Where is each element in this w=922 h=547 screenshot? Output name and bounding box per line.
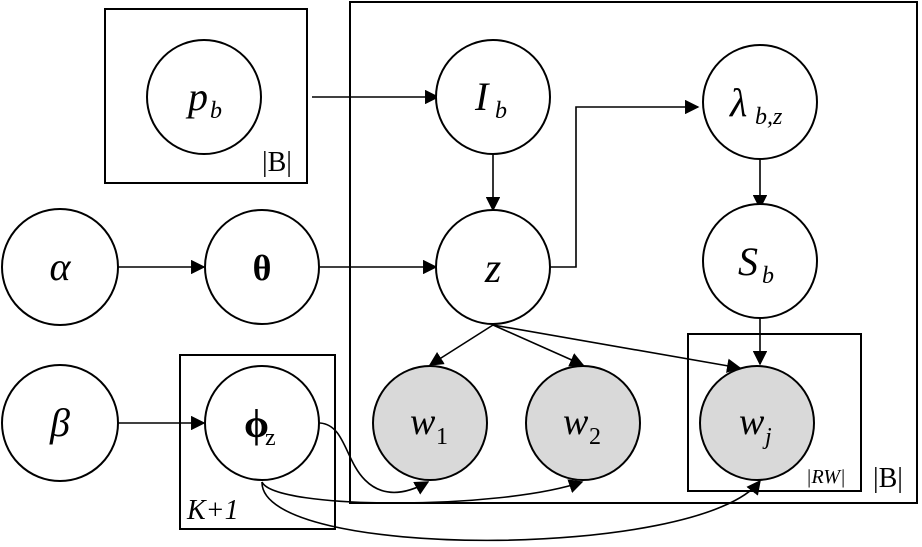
outer-plate [349, 1, 918, 504]
node-ib-label: I [474, 74, 490, 119]
edge-z-wj [492, 324, 742, 373]
node-wj: w j [699, 365, 815, 481]
node-pb-label: p [185, 74, 208, 119]
node-pb: p b [146, 39, 262, 155]
node-wj-label: w [739, 401, 765, 443]
node-sb: S b [702, 203, 818, 319]
node-z-label: z [484, 246, 501, 292]
node-theta-label: θ [253, 248, 272, 288]
node-w2: w 2 [525, 365, 641, 481]
rw-plate [687, 333, 862, 492]
node-phi-label: ϕ [244, 401, 269, 446]
edge-phi-wj [261, 479, 761, 542]
node-wj-sub: j [762, 424, 772, 450]
node-w1-sub: 1 [436, 424, 448, 450]
node-lambda-label: λ [729, 80, 747, 125]
k-plate [179, 354, 336, 530]
edge-z-w1 [428, 324, 494, 366]
node-ib-sub: b [495, 98, 507, 124]
node-sb-label: S [738, 239, 758, 284]
edge-phi-w1 [319, 422, 430, 495]
edge-phi-w2 [261, 479, 584, 504]
node-phi-sub: z [265, 425, 276, 451]
node-w1-label: w [410, 401, 436, 443]
node-alpha: α [1, 208, 119, 326]
node-theta: θ [204, 209, 320, 325]
node-w2-sub: 2 [589, 424, 601, 450]
node-phi: ϕ z [204, 365, 320, 481]
node-w1: w 1 [372, 365, 488, 481]
node-pb-sub: b [210, 98, 222, 124]
node-alpha-label: α [50, 244, 72, 289]
node-z: z [435, 209, 551, 325]
pb-plate-label: |B| [262, 147, 292, 178]
node-beta: β [1, 364, 119, 482]
k-plate-label: K+1 [186, 495, 239, 526]
node-beta-label: β [49, 400, 70, 445]
pb-plate [104, 8, 308, 184]
outer-plate-label: |B| [873, 463, 903, 494]
edge-z-lambda [550, 99, 700, 268]
node-w2-label: w [563, 401, 589, 443]
edge-z-w2 [492, 324, 585, 367]
node-lambda-sub: b,z [755, 104, 783, 130]
rw-plate-label: |RW| [806, 466, 846, 488]
node-sb-sub: b [762, 263, 774, 289]
node-lambda: λ b,z [702, 44, 818, 160]
node-ib: I b [435, 39, 551, 155]
